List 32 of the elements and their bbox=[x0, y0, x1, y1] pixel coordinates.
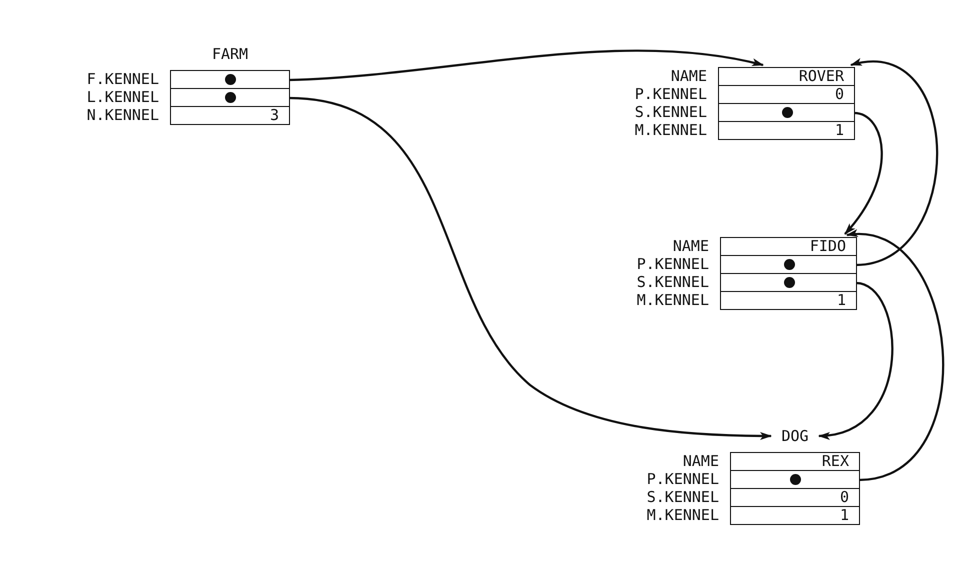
field-value: ROVER bbox=[798, 68, 844, 85]
pointer-arrow bbox=[288, 96, 772, 440]
field-value: 1 bbox=[840, 507, 849, 524]
field-name: S.KENNEL bbox=[646, 489, 719, 506]
field-value: REX bbox=[822, 453, 849, 470]
record-title: FARM bbox=[210, 45, 250, 63]
field-name: F.KENNEL bbox=[86, 71, 159, 88]
pointer-arrow bbox=[850, 60, 938, 266]
field-name: L.KENNEL bbox=[86, 89, 159, 106]
field-value: FIDO bbox=[810, 238, 846, 255]
field-name: M.KENNEL bbox=[646, 507, 719, 524]
field-name: P.KENNEL bbox=[646, 471, 719, 488]
field-name: N.KENNEL bbox=[86, 107, 159, 124]
field-value: 0 bbox=[840, 489, 849, 506]
field-name: NAME bbox=[682, 453, 719, 470]
field-name: NAME bbox=[672, 238, 709, 255]
field-value: 3 bbox=[270, 107, 279, 124]
field-name: NAME bbox=[670, 68, 707, 85]
field-value: 1 bbox=[834, 122, 844, 139]
pointer-arrow bbox=[288, 50, 764, 82]
pointer-arrow bbox=[844, 112, 883, 235]
field-value: 0 bbox=[834, 86, 844, 103]
field-name: M.KENNEL bbox=[636, 292, 709, 309]
pointer-arrow bbox=[818, 282, 894, 438]
pointer-arrow bbox=[846, 231, 944, 482]
field-value: 1 bbox=[836, 292, 846, 309]
record-title: DOG bbox=[780, 427, 810, 445]
field-name: M.KENNEL bbox=[634, 122, 707, 139]
field-name: S.KENNEL bbox=[634, 104, 707, 121]
field-name: P.KENNEL bbox=[634, 86, 707, 103]
field-name: P.KENNEL bbox=[636, 256, 709, 273]
field-name: S.KENNEL bbox=[636, 274, 709, 291]
